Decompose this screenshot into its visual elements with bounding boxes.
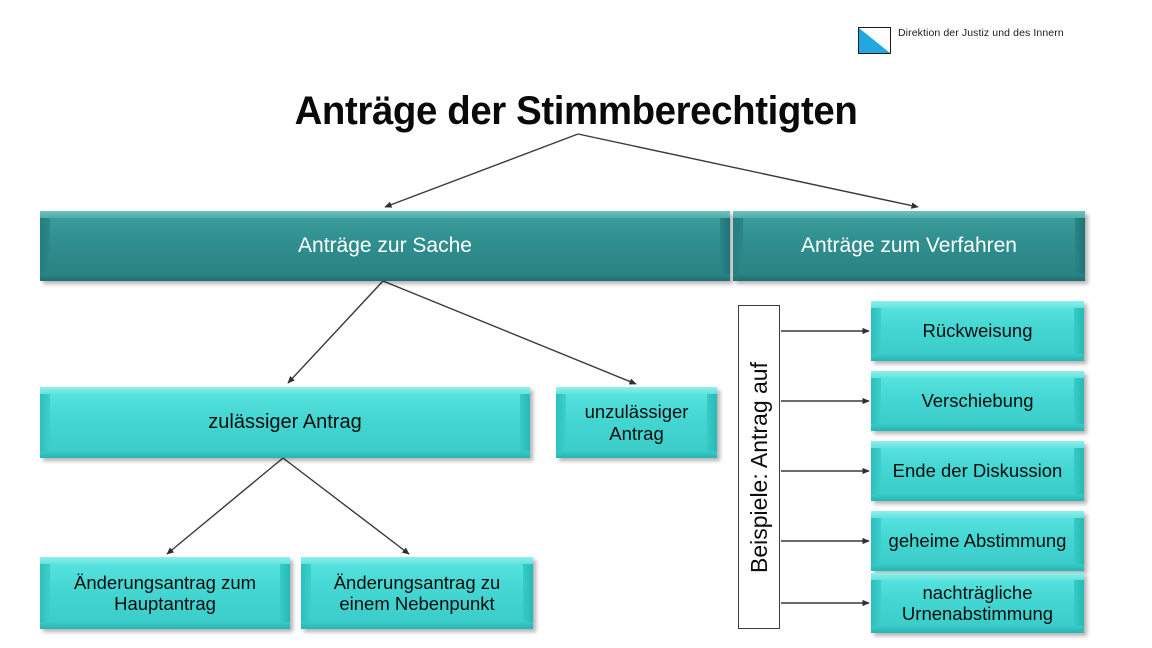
node-zulaessiger-antrag[interactable]: zulässiger Antrag [40,387,530,458]
node-label: geheime Abstimmung [888,530,1067,552]
node-label: zulässiger Antrag [208,410,362,433]
node-label: Ende der Diskussion [892,460,1063,482]
node-antraege-zum-verfahren[interactable]: Anträge zum Verfahren [733,211,1085,281]
node-example-ende-der-diskussion[interactable]: Ende der Diskussion [871,441,1084,501]
node-example-geheime-abstimmung[interactable]: geheime Abstimmung [871,511,1084,571]
node-label: Verschiebung [921,390,1034,412]
node-example-nachtraegliche-urnenabstimmung[interactable]: nachträgliche Urnenabstimmung [871,573,1084,633]
triangle-logo-icon [858,27,891,54]
page-title: Anträge der Stimmberechtigten [294,89,858,133]
edge-zulaessig-to-haupt [166,457,284,555]
node-beispiele-antrag-auf[interactable]: Beispiele: Antrag auf [738,305,780,629]
node-label: Beispiele: Antrag auf [745,361,772,573]
edge-sache-to-unzulaessig [382,280,637,385]
edge-sache-to-zulaessig [287,280,384,384]
node-unzulaessiger-antrag[interactable]: unzulässiger Antrag [556,387,717,458]
node-example-verschiebung[interactable]: Verschiebung [871,371,1084,431]
node-label: Anträge zur Sache [298,233,472,257]
node-label: Änderungsantrag zum Hauptantrag [73,571,257,614]
node-label: unzulässiger Antrag [584,401,689,444]
node-antraege-zur-sache[interactable]: Anträge zur Sache [40,211,730,281]
organization-logo: Direktion der Justiz und des Innern [858,27,1083,54]
node-example-rueckweisung[interactable]: Rückweisung [871,301,1084,361]
node-label: Anträge zum Verfahren [801,233,1017,257]
edge-root-to-sache [384,133,579,208]
node-label: Rückweisung [922,320,1033,342]
node-aenderungsantrag-nebenpunkt[interactable]: Änderungsantrag zu einem Nebenpunkt [301,557,533,629]
node-label: Änderungsantrag zu einem Nebenpunkt [333,571,501,614]
node-aenderungsantrag-hauptantrag[interactable]: Änderungsantrag zum Hauptantrag [40,557,290,629]
node-label: nachträgliche Urnenabstimmung [901,581,1054,624]
edge-zulaessig-to-neben [282,457,410,555]
edge-root-to-verfahren [577,133,919,209]
logo-caption: Direktion der Justiz und des Innern [898,27,1064,39]
